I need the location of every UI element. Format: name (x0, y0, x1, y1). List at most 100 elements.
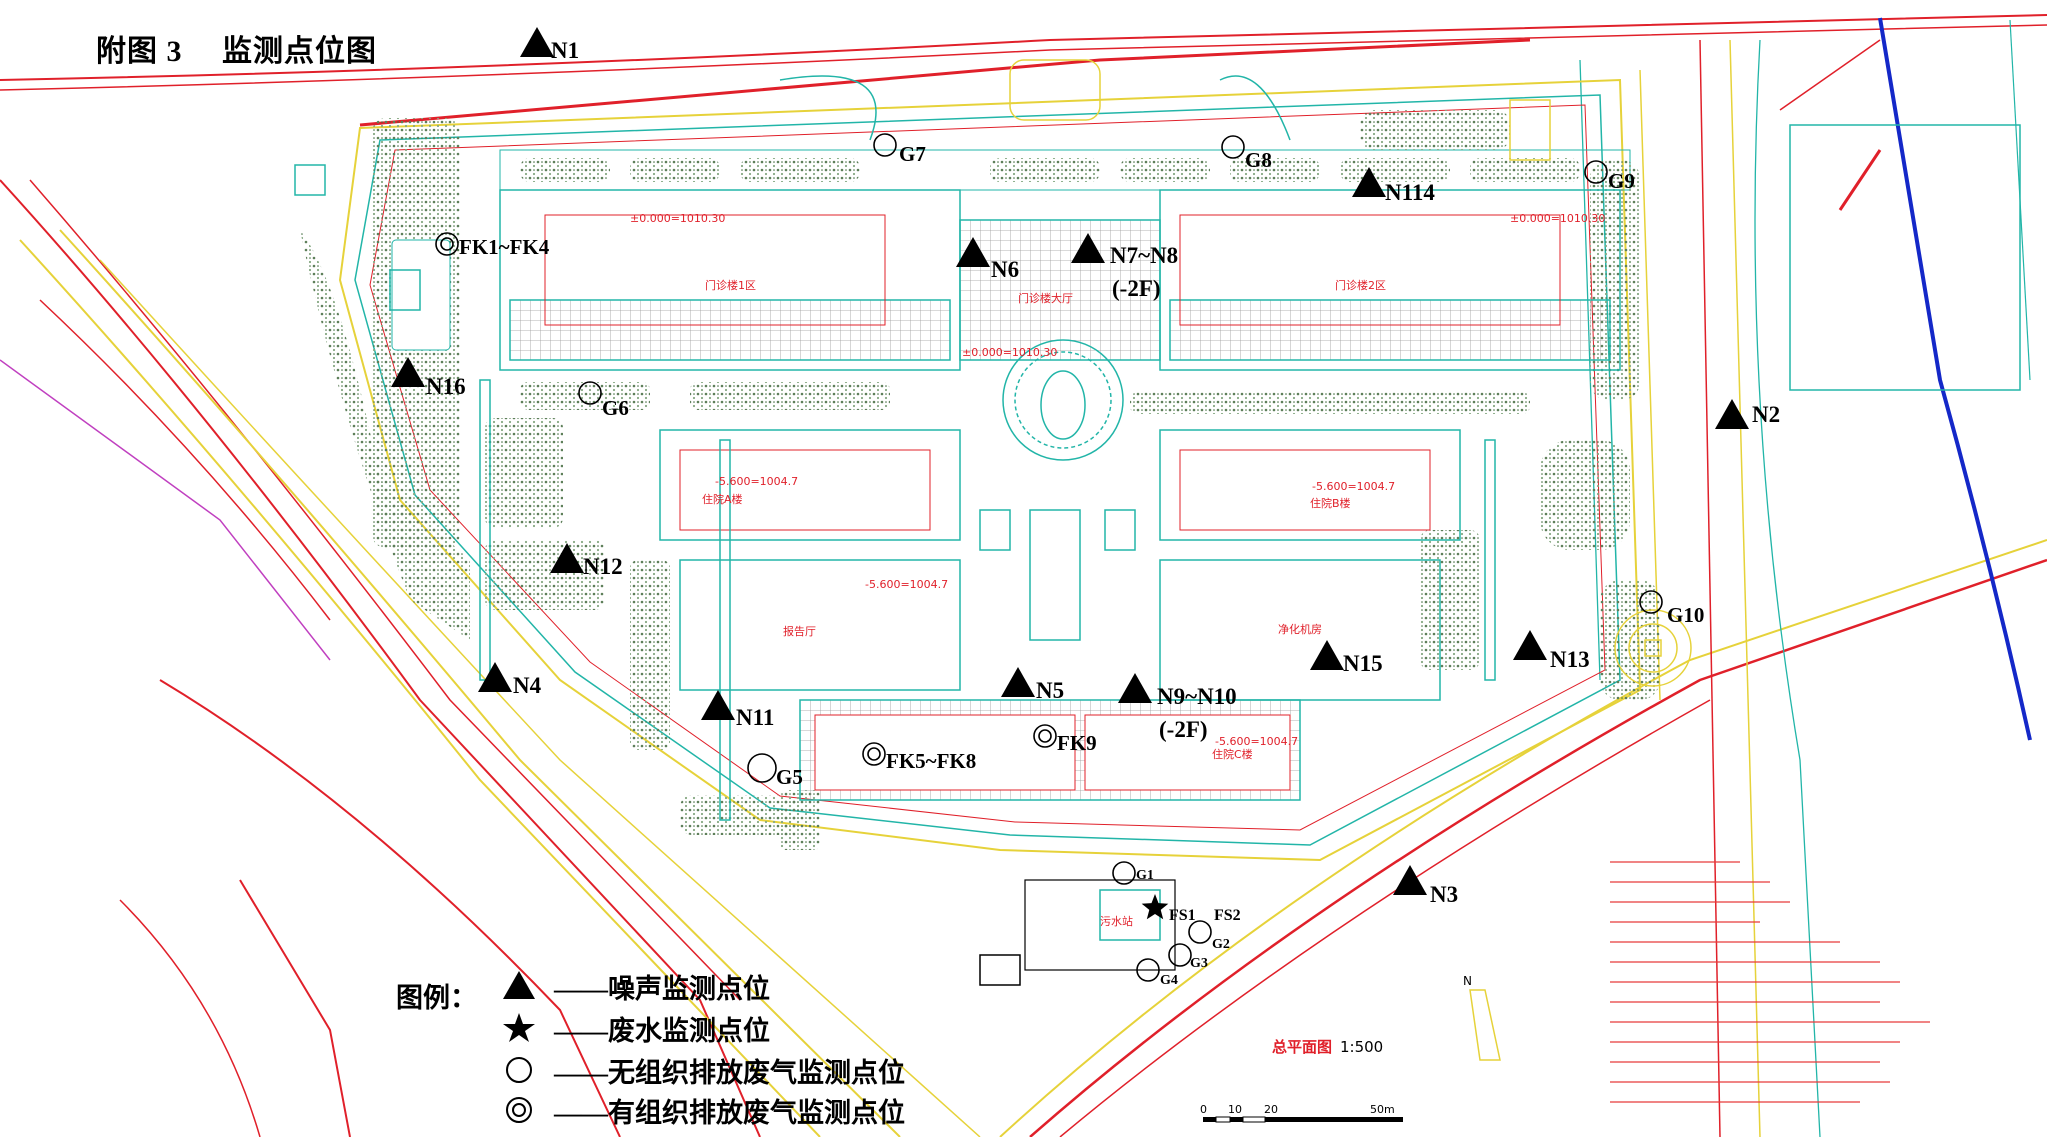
unorganized-marker-g7 (873, 133, 897, 157)
label-outpatient-2: 门诊楼2区 (1335, 278, 1386, 292)
legend-circle-icon (506, 1057, 532, 1083)
label-elev-main-1: ±0.000=1010.30 (630, 212, 725, 225)
organized-marker-fk5-fk8 (862, 742, 886, 766)
scale-tick-0: 0 (1200, 1103, 1207, 1116)
noise-label-n12: N12 (583, 554, 623, 579)
legend-organized-label: ——有组织排放废气监测点位 (554, 1097, 905, 1128)
scale-tick-20: 20 (1264, 1103, 1278, 1116)
noise-label-n13: N13 (1550, 647, 1590, 672)
unorganized-marker-g9 (1584, 160, 1608, 184)
green-areas (300, 110, 1660, 850)
unorganized-marker-g2 (1188, 920, 1212, 944)
noise-label-n16: N16 (426, 374, 466, 399)
label-hall: 报告厅 (783, 624, 816, 638)
organized-marker-fk9 (1033, 724, 1057, 748)
noise-label-n4: N4 (513, 673, 542, 698)
legend-heading: 图例： (396, 983, 477, 1013)
noise-sub-n9-n10: (-2F) (1159, 717, 1208, 742)
noise-label-n2: N2 (1752, 402, 1780, 427)
noise-marker-n114 (1352, 167, 1386, 197)
noise-marker-n2 (1715, 399, 1749, 429)
legend-wastewater: ——废水监测点位 (502, 1010, 770, 1046)
noise-label-n5: N5 (1036, 678, 1064, 703)
scale-tick-50: 50m (1370, 1103, 1395, 1116)
noise-marker-n7-n8 (1071, 233, 1105, 263)
noise-label-n6: N6 (991, 257, 1019, 282)
unorganized-marker-g10 (1639, 590, 1663, 614)
wastewater-label-fs1: FS1 (1169, 907, 1196, 924)
unorganized-label-g9: G9 (1608, 169, 1635, 193)
noise-marker-n16 (391, 357, 425, 387)
legend-noise-label: ——噪声监测点位 (554, 973, 770, 1004)
road-network (0, 14, 2047, 1138)
unorganized-label-g5: G5 (776, 765, 803, 789)
unorganized-label-g6: G6 (602, 396, 629, 420)
noise-marker-n12 (550, 543, 584, 573)
wastewater-star-icon (1141, 894, 1169, 920)
unorganized-label-g3: G3 (1190, 956, 1208, 971)
legend-wastewater-label: ——废水监测点位 (554, 1015, 770, 1046)
label-elev-main-3: ±0.000=1010.30 (962, 346, 1057, 359)
buildings (294, 59, 2021, 986)
legend-symbols (503, 971, 535, 1123)
organized-marker-fk5-fk8 (867, 747, 881, 761)
unorganized-label-g2: G2 (1212, 937, 1230, 952)
red-notes-block (1610, 861, 1930, 1103)
label-elev-low-3: -5.600=1004.7 (865, 578, 948, 591)
noise-marker-n9-n10 (1118, 673, 1152, 703)
label-purification: 净化机房 (1278, 622, 1322, 636)
noise-marker-n5 (1001, 667, 1035, 697)
label-north: N (1463, 974, 1472, 988)
unorganized-label-g7: G7 (899, 142, 926, 166)
wastewater-label-fs2: FS2 (1214, 907, 1241, 924)
unorganized-marker-g5 (747, 753, 777, 783)
legend-unorganized-label: ——无组织排放废气监测点位 (554, 1057, 905, 1088)
scale-tick-10: 10 (1228, 1103, 1242, 1116)
noise-label-n3: N3 (1430, 882, 1458, 907)
unorganized-marker-g8 (1221, 135, 1245, 159)
label-outpatient-1: 门诊楼1区 (705, 278, 756, 292)
noise-label-n9-n10: N9~N10 (1157, 684, 1237, 709)
scale-bar: 0 10 20 50m (1200, 1103, 1403, 1123)
organized-marker-fk1-fk4 (435, 232, 459, 256)
organized-label-fk9: FK9 (1057, 731, 1097, 755)
unorganized-marker-g3 (1168, 943, 1192, 967)
noise-label-n114: N114 (1385, 180, 1435, 205)
label-plan-name: 总平面图 (1272, 1038, 1332, 1056)
label-inpatient-c: 住院C楼 (1212, 747, 1253, 761)
label-elev-low-1: -5.600=1004.7 (715, 475, 798, 488)
noise-marker-n6 (956, 237, 990, 267)
figure-title: 附图 3 监测点位图 (96, 35, 377, 68)
unorganized-label-g8: G8 (1245, 148, 1272, 172)
legend-star-icon (503, 1013, 535, 1042)
noise-marker-n11 (701, 690, 735, 720)
noise-marker-n4 (478, 662, 512, 692)
label-elev-low-4: -5.600=1004.7 (1215, 735, 1298, 748)
north-arrow (1469, 989, 1501, 1061)
noise-label-n11: N11 (736, 705, 774, 730)
label-elev-main-2: ±0.000=1010.30 (1510, 212, 1605, 225)
legend-noise: ——噪声监测点位 (502, 968, 770, 1004)
unorganized-marker-g4 (1136, 958, 1160, 982)
organized-label-fk1-fk4: FK1~FK4 (459, 235, 550, 259)
legend-double-circle-icon (506, 1097, 532, 1123)
label-outpatient-hall: 门诊楼大厅 (1018, 291, 1073, 305)
noise-label-n1: N1 (551, 38, 579, 63)
unorganized-marker-g1 (1112, 861, 1136, 885)
noise-marker-n3 (1393, 865, 1427, 895)
plan-text: 门诊楼1区 门诊楼2区 门诊楼大厅 住院A楼 住院B楼 住院C楼 报告厅 净化机… (630, 212, 1605, 1056)
label-elev-low-2: -5.600=1004.7 (1312, 480, 1395, 493)
noise-sub-n7-n8: (-2F) (1112, 276, 1161, 301)
legend-triangle-icon (503, 971, 535, 999)
organized-label-fk5-fk8: FK5~FK8 (886, 749, 976, 773)
label-sewage: 污水站 (1100, 914, 1133, 928)
label-inpatient-a: 住院A楼 (702, 492, 743, 506)
unorganized-label-g4: G4 (1160, 973, 1178, 988)
noise-label-n7-n8: N7~N8 (1110, 243, 1178, 268)
label-inpatient-b: 住院B楼 (1310, 496, 1351, 510)
noise-marker-n15 (1310, 640, 1344, 670)
unorganized-label-g10: G10 (1667, 603, 1704, 627)
